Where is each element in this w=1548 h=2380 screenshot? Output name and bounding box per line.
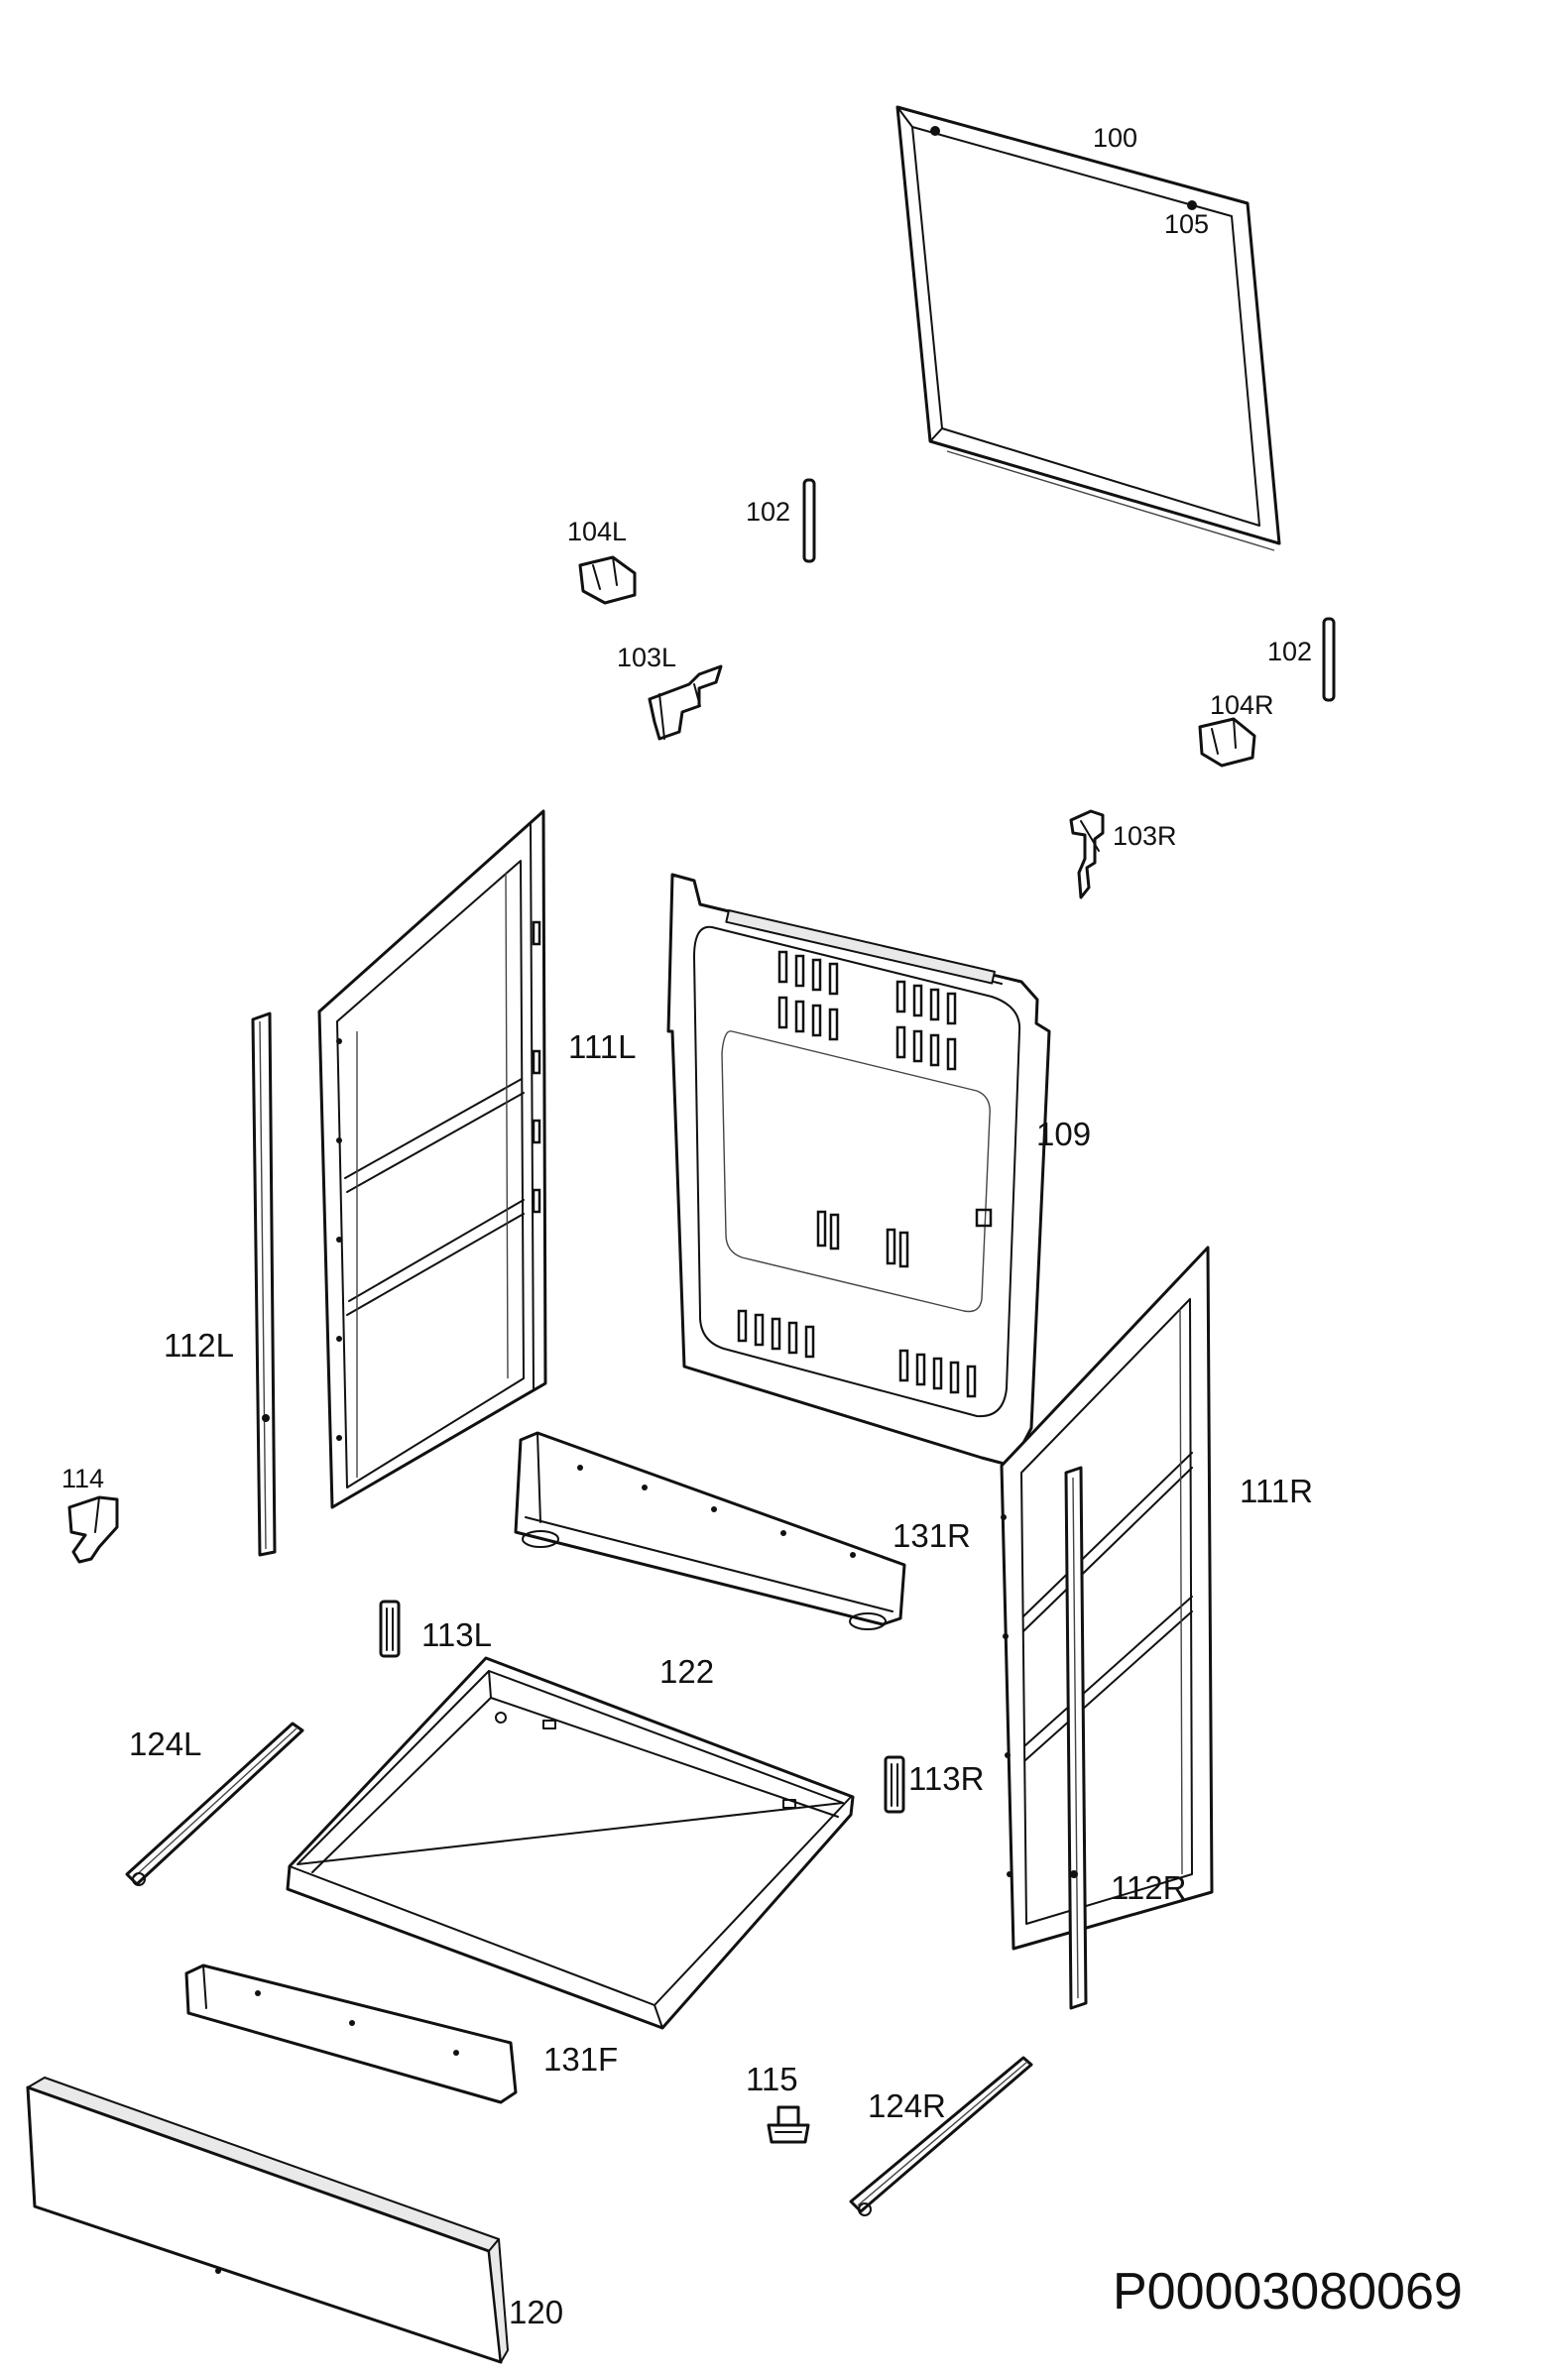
part-124l-runner [125,1722,304,1886]
part-112l-left-strip [251,1012,277,1557]
part-113r-latch [884,1755,905,1814]
label-112l: 112L [164,1327,234,1364]
label-113l: 113L [421,1616,492,1653]
label-111r: 111R [1240,1473,1313,1509]
label-131f: 131F [543,2041,618,2078]
label-104l: 104L [567,517,627,546]
part-100-lid-panel [895,105,1281,551]
part-124r-runner [849,2056,1033,2216]
vent-slots-bottom [737,1309,977,1398]
part-120-plinth [26,2077,509,2364]
document-number: P00003080069 [1113,2263,1463,2320]
label-102-left: 102 [746,497,790,527]
label-114: 114 [61,1464,104,1493]
label-111l: 111L [568,1028,637,1065]
part-131r-rear-rail [514,1431,906,1630]
part-102-pin-right [1322,617,1336,702]
label-109: 109 [1036,1116,1091,1152]
label-115: 115 [746,2061,798,2097]
part-111r-right-side-frame [1000,1246,1214,1951]
part-115-foot [767,2105,810,2144]
part-113l-latch [379,1600,401,1658]
part-104r-hinge-block [1198,717,1256,768]
label-103r: 103R [1113,821,1177,851]
label-131r: 131R [893,1517,971,1554]
label-112r: 112R [1111,1869,1186,1906]
label-122: 122 [659,1653,714,1690]
part-103r-bracket [1069,809,1105,899]
part-111l-left-side-frame [317,809,547,1509]
vent-slots-top [777,950,957,1071]
part-122-base-tray [286,1656,855,2030]
label-105: 105 [1164,209,1209,239]
label-104r: 104R [1210,690,1274,720]
part-112r-right-strip [1064,1466,1088,2010]
part-114-clip [67,1495,119,1564]
label-103l: 103L [617,643,676,672]
label-102-right: 102 [1267,637,1312,666]
part-131f-front-rail [184,1964,518,2104]
label-124r: 124R [868,2087,946,2124]
part-102-pin-left [802,478,816,563]
part-109-back-panel [666,873,1051,1468]
label-113r: 113R [908,1760,984,1797]
label-100: 100 [1093,123,1137,153]
part-103l-bracket [648,664,723,741]
vent-slots-middle [816,1208,993,1268]
label-124l: 124L [129,1726,201,1762]
part-104l-hinge-block [578,555,637,605]
part-labels: 100 105 102 104L 103L 102 104R 103R 111L… [61,123,1313,2330]
label-120: 120 [509,2294,563,2330]
